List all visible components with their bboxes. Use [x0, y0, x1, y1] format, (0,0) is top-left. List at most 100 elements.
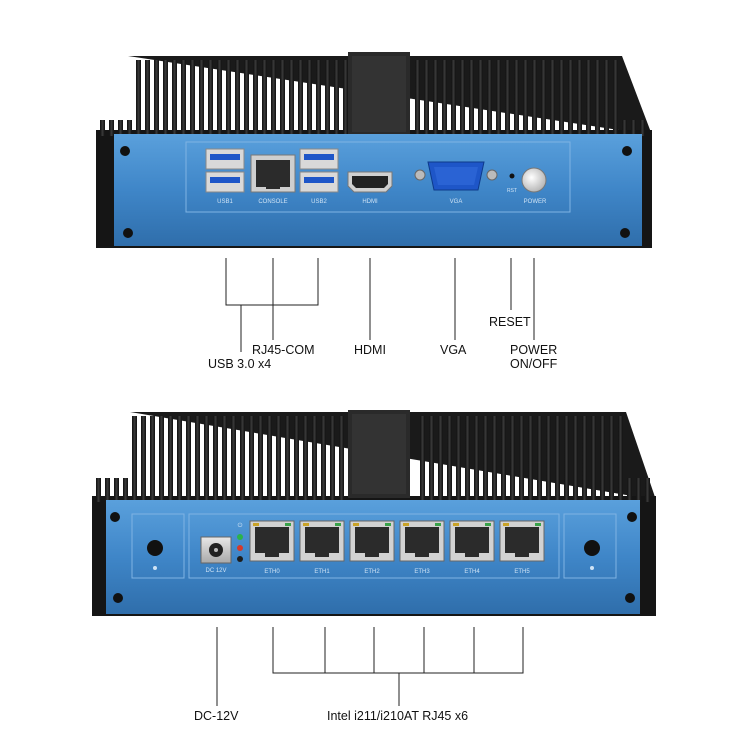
vga-label: VGA: [450, 199, 463, 205]
heatsink-fin: [343, 60, 348, 136]
hdmi-port: HDMI: [347, 171, 393, 205]
svg-text:⏻: ⏻: [238, 522, 243, 529]
eth3-label: ETH3: [414, 569, 430, 575]
callout-power-line1: POWER: [510, 343, 558, 357]
heatsink-fin: [505, 60, 510, 136]
heatsink-fin: [289, 60, 294, 136]
usb1-label: USB1: [217, 199, 233, 205]
heatsink-fin: [136, 60, 141, 136]
heatsink-fin: [244, 60, 249, 136]
heatsink-fin: [564, 416, 569, 502]
heatsink-fin: [604, 60, 609, 136]
heatsink-fin: [528, 416, 533, 502]
heatsink-fin: [325, 60, 330, 136]
heatsink-fin: [582, 416, 587, 502]
ethernet-port-eth0: ETH0: [249, 520, 295, 575]
heatsink-fin: [123, 478, 128, 502]
heatsink-fin: [613, 60, 618, 136]
heatsink-fin: [492, 416, 497, 502]
heatsink-fin: [433, 60, 438, 136]
screw-icon: [627, 512, 637, 522]
heatsink-fin: [586, 60, 591, 136]
usb2-label: USB2: [311, 199, 327, 205]
heatsink-fin: [145, 60, 150, 136]
heatsink-fin: [100, 120, 105, 136]
heatsink-fin: [438, 416, 443, 502]
heatsink-fin: [312, 416, 317, 502]
eth0-label: ETH0: [264, 569, 280, 575]
heatsink-fin: [168, 416, 173, 502]
heatsink-fin: [240, 416, 245, 502]
heatsink-fin: [640, 120, 645, 136]
heatsink-fin: [487, 60, 492, 136]
callout-dc: DC-12V: [194, 709, 239, 723]
power-button: POWER: [521, 167, 547, 205]
antenna-hole-right: [584, 540, 600, 556]
heatsink-fin: [253, 60, 258, 136]
heatsink-fin: [298, 60, 303, 136]
heatsink-fin: [609, 416, 614, 502]
heatsink-fin: [316, 60, 321, 136]
heatsink-fin: [330, 416, 335, 502]
heatsink-fin: [577, 60, 582, 136]
heatsink-fin: [532, 60, 537, 136]
console-port: CONSOLE: [250, 154, 296, 205]
heatsink-fin: [573, 416, 578, 502]
heatsink-fin: [172, 60, 177, 136]
heatsink-fin: [429, 416, 434, 502]
usb-port-group-1: USB1: [205, 148, 245, 205]
heatsink-fin: [339, 416, 344, 502]
heatsink-fin: [303, 416, 308, 502]
heatsink-fin: [510, 416, 515, 502]
heatsink-fin: [163, 60, 168, 136]
led-red: [237, 545, 243, 551]
heatsink-fin: [550, 60, 555, 136]
heatsink-fin: [496, 60, 501, 136]
heatsink-fin: [109, 120, 114, 136]
screw-icon: [110, 512, 120, 522]
callout-vga: VGA: [440, 343, 467, 357]
heatsink-fin: [519, 416, 524, 502]
callout-ethernet: Intel i211/i210AT RJ45 x6: [327, 709, 469, 723]
heatsink-fin: [213, 416, 218, 502]
heatsink-fin: [132, 416, 137, 502]
heatsink-fin: [217, 60, 222, 136]
screw-icon: [622, 146, 632, 156]
heatsink-fin: [199, 60, 204, 136]
heatsink-fin: [235, 60, 240, 136]
heatsink-fin: [186, 416, 191, 502]
heatsink-fin: [645, 478, 650, 502]
heatsink-fin: [334, 60, 339, 136]
heatsink-fin: [249, 416, 254, 502]
heatsink-fin: [595, 60, 600, 136]
heatsink-fin: [523, 60, 528, 136]
heatsink-fin: [118, 120, 123, 136]
callout-rj45-com: RJ45-COM: [252, 343, 315, 357]
heatsink-fin: [177, 416, 182, 502]
heatsink-fin: [285, 416, 290, 502]
heatsink-fin: [150, 416, 155, 502]
heatsink-fin: [127, 120, 132, 136]
top-callout-lines: [225, 258, 535, 352]
heatsink-fin: [559, 60, 564, 136]
heatsink-fin: [415, 60, 420, 136]
screw-icon: [120, 146, 130, 156]
heatsink-fin: [208, 60, 213, 136]
heatsink-fin: [424, 60, 429, 136]
heatsink-fin: [271, 60, 276, 136]
callout-usb: USB 3.0 x4: [208, 357, 272, 371]
heatsink-fin: [474, 416, 479, 502]
heatsink-fin: [267, 416, 272, 502]
eth5-label: ETH5: [514, 569, 530, 575]
callout-power-line2: ON/OFF: [510, 357, 558, 371]
bottom-heatsink-fins: [96, 416, 650, 502]
heatsink-fin: [231, 416, 236, 502]
heatsink-fin: [541, 60, 546, 136]
dc-jack: DC 12V: [200, 536, 232, 574]
heatsink-fin: [294, 416, 299, 502]
top-heatsink-fins: [100, 60, 645, 136]
dc-label: DC 12V: [205, 568, 226, 574]
heatsink-fin: [465, 416, 470, 502]
heatsink-fin: [96, 478, 101, 502]
